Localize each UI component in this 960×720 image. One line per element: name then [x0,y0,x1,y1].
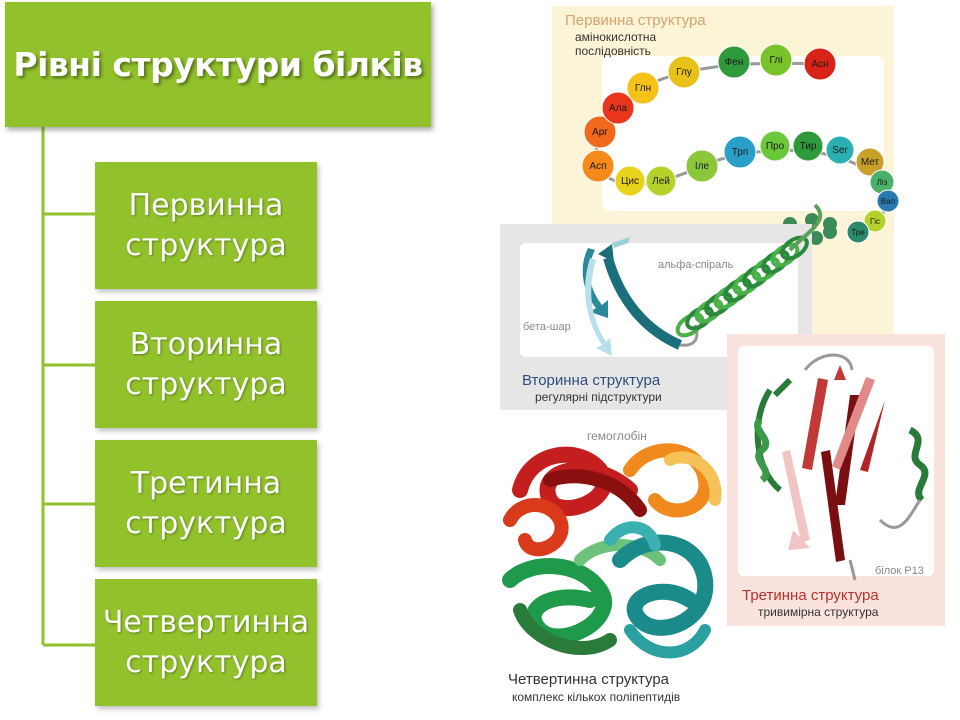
level-label-line1: Вторинна [129,326,283,362]
level-label-line1: Третинна [130,465,282,501]
level-label-line2: структура [125,644,287,680]
aminoacid-bead [717,45,751,79]
tertiary-title: Третинна структура [742,587,879,604]
aminoacid-bead [601,91,635,125]
aminoacid-label: Мет [861,157,880,168]
aminoacid-label: Глн [635,83,651,94]
aminoacid-bead [855,147,885,177]
quaternary-protein-label: гемоглобін [587,429,647,443]
level-label-line1: Первинна [128,187,284,223]
primary-sub1: амінокислотна [575,30,657,44]
aminoacid-label: Про [766,141,785,152]
aminoacid-label: Гіс [870,217,880,226]
page-title: Рівні структури білків [13,45,423,84]
aminoacid-label: Іле [695,161,710,172]
primary-sub2: послідовність [575,44,651,58]
level-label-line2: структура [125,505,287,541]
aminoacid-bead [803,47,837,81]
aminoacid-label: Фен [725,57,744,68]
aminoacid-label: Лей [652,176,670,187]
aminoacid-bead [581,149,615,183]
aminoacid-bead [863,209,887,233]
aminoacid-bead [759,43,793,77]
level-box-tertiary: Третинна структура [95,440,317,567]
aminoacid-label: Тир [800,141,817,152]
quaternary-sub: комплекс кількох поліпептидів [512,690,680,704]
helix-turn [732,270,762,296]
aminoacid-bead [759,130,791,162]
aminoacid-bead [846,220,870,244]
aminoacid-bead [583,115,617,149]
beta-strand [585,258,612,356]
tertiary-protein-label: білок Р13 [875,565,924,577]
helix-turn [742,263,771,289]
aminoacid-label: Арг [592,127,608,138]
title-box: Рівні структури білків [5,2,431,127]
secondary-title: Вторинна структура [522,372,661,389]
level-label-line1: Четвертинна [102,604,310,640]
aminoacid-label: Глу [676,67,692,78]
protein-structure-figure: Первинна структура амінокислотна послідо… [500,6,945,704]
level-label-line2: структура [125,227,287,263]
primary-title: Первинна структура [565,12,706,29]
hemoglobin-ribbon [502,443,722,659]
quaternary-title: Четвертинна структура [508,671,670,688]
level-box-secondary: Вторинна структура [95,301,317,428]
aminoacid-bead [723,135,757,169]
tertiary-ribbon [754,353,929,581]
beta-strand [603,256,683,350]
aminoacid-bead [667,55,701,89]
helix-turn [761,249,790,275]
aminoacid-bead [825,135,855,165]
aminoacid-bead [614,165,646,197]
aminoacid-label: Ала [609,103,628,114]
helix-turn [770,242,800,268]
helix-turn [675,312,705,338]
level-box-primary: Первинна структура [95,162,317,289]
helix-turn [685,305,714,331]
aminoacid-bead [809,231,823,245]
aminoacid-label: Тре [851,228,865,237]
aminoacid-bead [626,71,660,105]
alpha-helix [675,235,809,338]
secondary-sub: регулярні підструктури [535,390,662,404]
aminoacid-label: Ser [832,145,848,156]
helix-turn [723,277,752,303]
beta-sheet-label: бета-шар [523,321,571,333]
aminoacid-label: Асн [811,59,828,70]
aminoacid-bead [645,165,677,197]
aminoacid-bead [792,130,824,162]
aminoacid-label: Глі [770,55,783,66]
helix-turn [694,298,724,324]
aminoacid-label: Ліз [877,178,888,187]
helix-turn [780,235,809,261]
level-box-quaternary: Четвертинна структура [95,579,317,706]
helix-turn [713,284,743,310]
tertiary-sub: тривимірна структура [758,605,879,619]
aminoacid-bead [685,149,719,183]
helix-turn [751,256,781,282]
level-label-line2: структура [125,366,287,402]
helix-turn [704,291,733,317]
aminoacid-label: Трп [732,147,749,158]
aminoacid-label: Цис [621,176,639,187]
aminoacid-label: Асп [589,161,606,172]
aminoacid-bead [876,189,900,213]
alpha-helix-label: альфа-спіраль [658,259,734,271]
aminoacid-label: Вал [881,197,896,206]
aminoacid-bead [823,217,837,231]
